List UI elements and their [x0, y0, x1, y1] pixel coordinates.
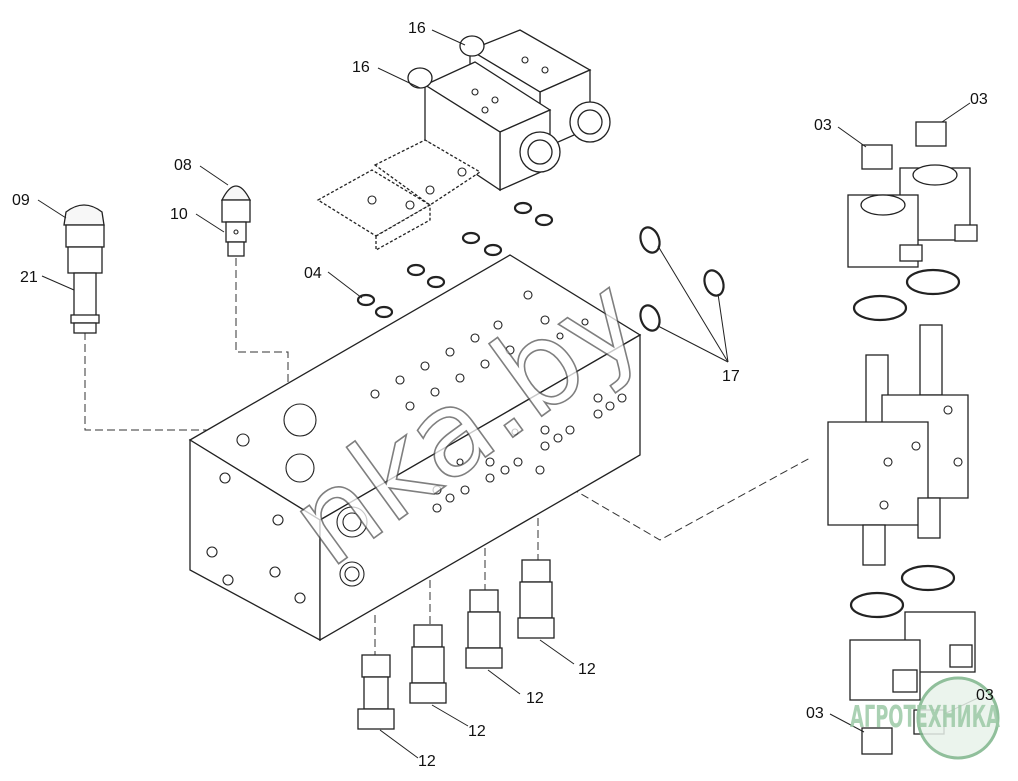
top-solenoid-valves [407, 29, 611, 192]
callout-09: 09 [12, 192, 30, 209]
top-face-ports [236, 290, 589, 483]
callout-04: 04 [304, 265, 322, 282]
watermark-logo: АГРОТЕХНИКА [850, 676, 1000, 760]
callout-03-top-left: 03 [814, 117, 832, 134]
callout-03-bottom-left: 03 [806, 705, 824, 722]
cap-and-fitting-09-21 [63, 204, 105, 334]
right-solenoid-stack [827, 121, 978, 755]
callout-12-first: 12 [418, 753, 436, 770]
callout-17: 17 [722, 368, 740, 385]
callout-16-front: 16 [352, 59, 370, 76]
watermark-logo-text: АГРОТЕХНИКА [850, 700, 1000, 735]
cartridge-valves-12 [357, 559, 555, 730]
callout-12-third: 12 [526, 690, 544, 707]
breather-08-10 [220, 185, 252, 257]
callout-03-bottom-right: 03 [976, 687, 994, 704]
right-face-ports [336, 393, 627, 587]
small-o-rings-04 [356, 201, 554, 319]
callout-08: 08 [174, 157, 192, 174]
callout-10: 10 [170, 206, 188, 223]
large-o-rings-17 [639, 226, 725, 332]
callout-12-second: 12 [468, 723, 486, 740]
callout-21: 21 [20, 269, 38, 286]
callout-leaders [37, 29, 981, 759]
callout-12-fourth: 12 [578, 661, 596, 678]
callout-03-top-right: 03 [970, 91, 988, 108]
gasket-plates [316, 139, 482, 252]
main-manifold-block [188, 254, 642, 642]
callout-labels: 16 16 09 08 10 21 04 17 03 03 03 03 12 1… [12, 20, 994, 770]
front-face-ports [206, 472, 306, 604]
callout-16-rear: 16 [408, 20, 426, 37]
assembly-lines [84, 258, 811, 655]
